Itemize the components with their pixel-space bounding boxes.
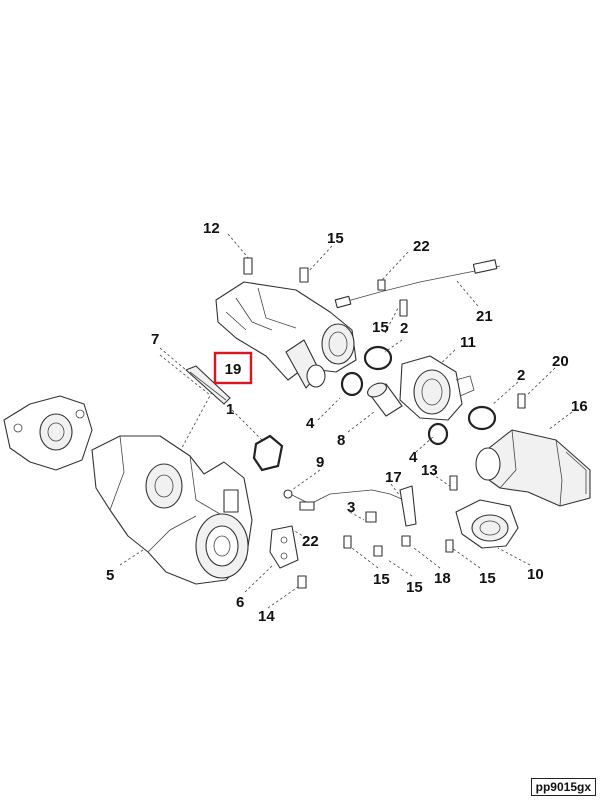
clip-17 [365, 511, 377, 523]
part-3-oil-line [283, 485, 417, 527]
callout-15: 15 [406, 579, 423, 596]
bolt-15-a [343, 535, 352, 549]
callout-18: 18 [434, 570, 451, 587]
callout-16: 16 [571, 398, 588, 415]
callout-13: 13 [421, 462, 438, 479]
seal-rings [252, 345, 497, 472]
part-6-bracket [269, 525, 299, 569]
callout-14: 14 [258, 608, 275, 625]
manifold-flange [3, 395, 93, 471]
bolt-15-top [299, 267, 309, 283]
leader-lines [119, 233, 573, 609]
part-7-probe [185, 365, 231, 405]
callout-15: 15 [327, 230, 344, 247]
drawing-code-label: pp9015gx [530, 778, 596, 796]
bolt-15-c [445, 539, 454, 553]
callout-6: 6 [236, 594, 244, 611]
callout-22: 22 [413, 238, 430, 255]
upper-turbo-housing [215, 281, 357, 389]
callout-4: 4 [409, 449, 418, 466]
callout-9: 9 [316, 454, 324, 471]
callout-21: 21 [476, 308, 493, 325]
highlight-box-19: 19 [213, 351, 253, 385]
callout-8: 8 [337, 432, 345, 449]
bolt-20 [517, 393, 526, 409]
bolt-12 [243, 257, 253, 275]
callout-20: 20 [552, 353, 569, 370]
callout-12: 12 [203, 220, 220, 237]
callout-4: 4 [306, 415, 315, 432]
callout-19: 19 [225, 361, 242, 378]
bolt-14 [297, 575, 307, 589]
callout-2: 2 [517, 367, 525, 384]
bolt-15-mid [399, 299, 408, 317]
callout-1: 1 [226, 401, 234, 418]
callout-2: 2 [400, 320, 408, 337]
part-21-sensor [334, 259, 501, 309]
part-5-turbocharger [91, 435, 253, 585]
callout-10: 10 [527, 566, 544, 583]
ring-2-upper [363, 345, 393, 371]
ring-4-right [427, 422, 449, 446]
part-11-valve-housing [399, 355, 475, 421]
highlight-frame [213, 351, 253, 385]
bolt-13 [449, 475, 458, 491]
callout-15: 15 [373, 571, 390, 588]
part-10-actuator [455, 499, 519, 549]
callout-11: 11 [460, 334, 476, 351]
bolt-18 [401, 535, 411, 547]
bolt-22-top [377, 279, 386, 291]
ring-2-right [467, 405, 497, 431]
callout-7: 7 [151, 331, 159, 348]
callout-5: 5 [106, 567, 114, 584]
bolt-15-b [373, 545, 383, 557]
bolts [243, 257, 526, 589]
part-8-connector-tube [367, 382, 403, 417]
ring-4-left [340, 371, 364, 397]
gasket-1 [252, 434, 284, 472]
callout-22: 22 [302, 533, 319, 550]
part-16-outlet-pipe [475, 429, 591, 507]
callout-15: 15 [479, 570, 496, 587]
callout-17: 17 [385, 469, 402, 486]
callout-labels: 12 15 22 21 15 2 11 7 19 1 20 2 16 4 8 4… [106, 220, 588, 625]
callout-3: 3 [347, 499, 355, 516]
callout-15: 15 [372, 319, 389, 336]
